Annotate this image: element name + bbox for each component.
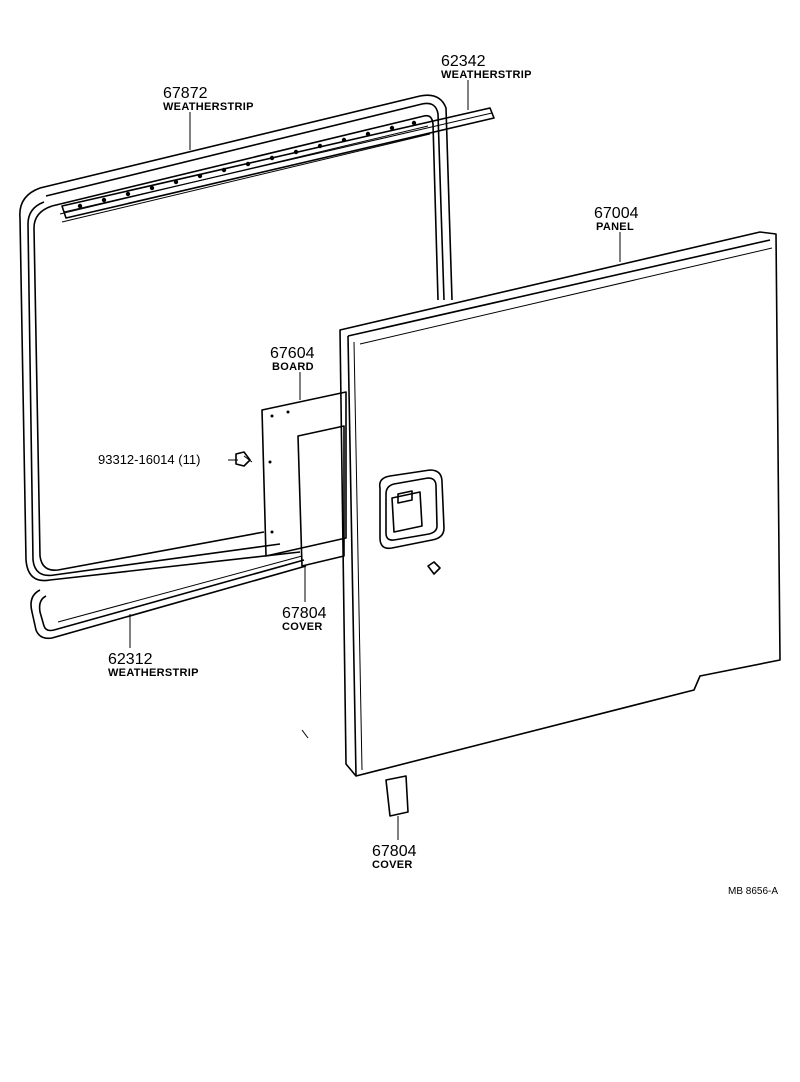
part-name: WEATHERSTRIP [163,101,254,113]
callout-panel: 67004 PANEL [594,205,639,233]
screw [235,451,253,467]
part-number: 67604 [270,345,315,362]
part-number: 67804 [372,843,417,860]
part-number: 93312-16014 (11) [98,452,200,467]
cover-bottom [385,775,409,817]
callout-cover-bottom: 67804 COVER [372,843,417,871]
part-name: COVER [372,859,413,871]
callout-weatherstrip-upper: 62342 WEATHERSTRIP [441,53,532,81]
board [261,391,347,557]
part-number: 62312 [108,651,153,668]
upper-weatherstrip [61,107,495,219]
part-number: 67872 [163,85,208,102]
reference-code: MB 8656-A [728,886,778,897]
stray-mark [301,729,309,739]
callout-weatherstrip-lower: 62312 WEATHERSTRIP [108,651,199,679]
part-name: COVER [282,621,323,633]
cover-middle [297,425,345,567]
callout-board: 67604 BOARD [270,345,315,373]
callout-screw: 93312-16014 (11) [98,452,200,467]
callout-weatherstrip-top: 67872 WEATHERSTRIP [163,85,254,113]
lock-knob [427,561,441,575]
door-handle [378,469,445,550]
part-name: PANEL [596,221,634,233]
part-name: WEATHERSTRIP [441,69,532,81]
callout-cover-mid: 67804 COVER [282,605,327,633]
part-number: 67004 [594,205,639,222]
part-name: BOARD [272,361,314,373]
weatherstrip-frame [19,94,453,582]
frame-fasteners [77,120,417,209]
panel [339,231,781,777]
lower-weatherstrip [30,555,307,640]
part-number: 62342 [441,53,486,70]
leader-lines [129,80,621,840]
part-number: 67804 [282,605,327,622]
part-name: WEATHERSTRIP [108,667,199,679]
